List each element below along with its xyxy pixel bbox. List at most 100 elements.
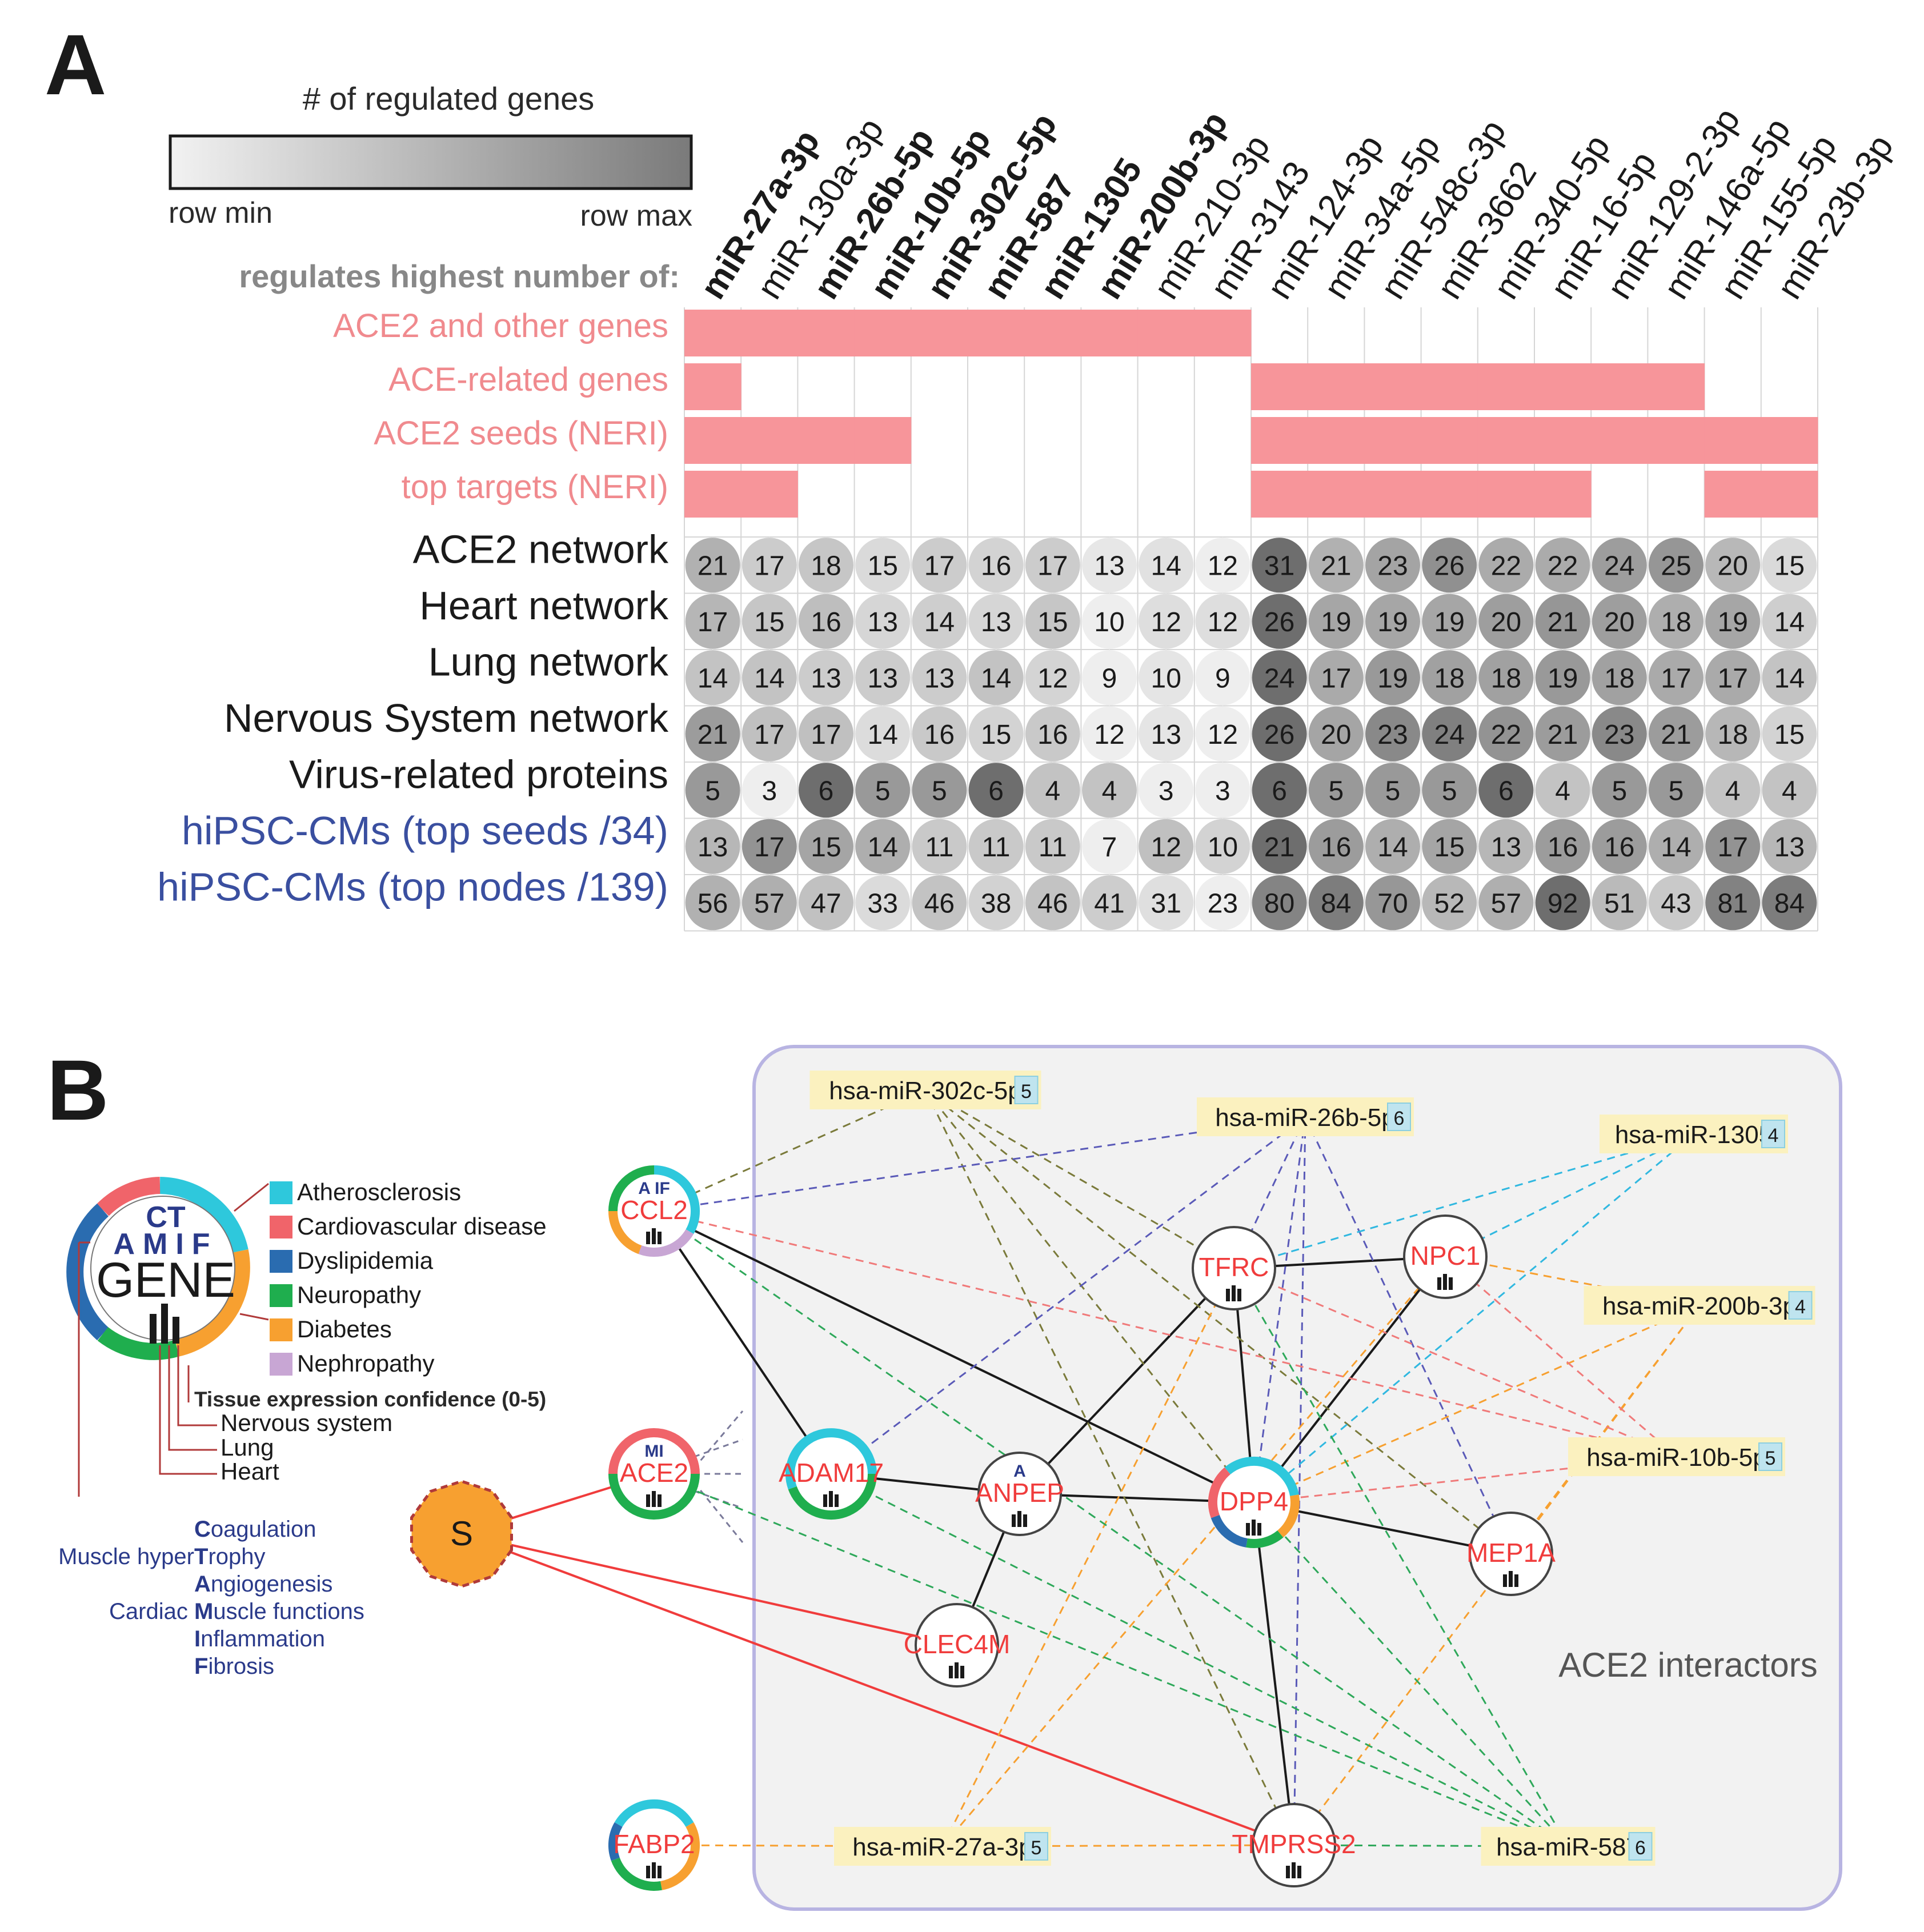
heat-cell	[799, 819, 853, 874]
heat-row-label: hiPSC-CMs (top nodes /139)	[157, 864, 668, 909]
heat-cell	[912, 706, 967, 761]
network-edge	[654, 1089, 926, 1212]
heat-cell	[1535, 875, 1590, 931]
gene-label: FABP2	[613, 1829, 695, 1859]
heat-cell-value: 92	[1548, 888, 1578, 919]
heat-cell-value: 14	[1377, 832, 1408, 863]
panel-b-letter: B	[47, 1042, 109, 1138]
ring-neuropathy	[97, 1326, 180, 1360]
mirna-node: hsa-miR-302c-5p5	[809, 1071, 1041, 1109]
heat-cell	[1139, 594, 1194, 649]
heat-cell-value: 4	[1782, 776, 1797, 806]
gene-node: CLEC4M	[904, 1603, 1010, 1688]
heat-cell	[1478, 538, 1534, 593]
heat-cell	[912, 763, 967, 818]
heat-cell	[1592, 706, 1647, 761]
network-edge	[941, 1256, 1446, 1847]
network-edge	[1233, 1268, 1569, 1847]
network-edge	[461, 1533, 1294, 1846]
heat-cell	[1025, 538, 1080, 593]
network-edge	[654, 1210, 1254, 1504]
heat-cell	[741, 706, 797, 761]
category-cell	[1308, 363, 1365, 410]
heat-cell	[1082, 763, 1137, 818]
category-cell	[684, 363, 741, 410]
heat-cell	[1195, 875, 1250, 931]
function-label: Cardiac Muscle functions	[109, 1599, 364, 1624]
category-cell	[741, 471, 798, 518]
heat-cell	[799, 763, 853, 818]
heat-cell-value: 17	[1661, 663, 1691, 694]
heat-cell-value: 12	[1037, 663, 1068, 694]
panel-a: A # of regulated genes row min row max r…	[45, 17, 1901, 932]
heat-cell-value: 5	[1385, 776, 1401, 806]
heat-cell-value: 33	[868, 888, 898, 919]
heat-cell	[1705, 594, 1761, 649]
heat-cell-value: 12	[1094, 720, 1124, 750]
heat-row-label: Heart network	[419, 583, 669, 628]
heat-cell	[1422, 594, 1477, 649]
heat-cell	[1705, 706, 1761, 761]
heat-cell	[855, 763, 911, 818]
heat-cell	[1025, 594, 1080, 649]
gene-disease-ring	[785, 1428, 877, 1490]
tissue-title: Tissue expression confidence (0-5)	[194, 1388, 546, 1411]
heat-cell-value: 5	[875, 776, 891, 806]
gene-disease-ring	[1246, 1530, 1284, 1548]
bar-heart	[150, 1314, 157, 1344]
panel-a-letter: A	[45, 17, 106, 113]
heat-cell	[1592, 819, 1647, 874]
heat-cell-value: 13	[1774, 832, 1805, 863]
heat-cell	[1705, 538, 1761, 593]
heat-cell-value: 14	[698, 663, 728, 694]
network-edge	[461, 1533, 957, 1646]
heat-cell-value: 84	[1321, 888, 1351, 919]
mirna-node: hsa-miR-27a-3p5	[834, 1827, 1051, 1866]
mirna-count: 4	[1768, 1125, 1779, 1147]
mirna-count: 5	[1765, 1448, 1776, 1469]
mirna-label: hsa-miR-27a-3p	[852, 1833, 1032, 1861]
heat-cell	[1592, 594, 1647, 649]
heat-cell	[799, 594, 853, 649]
heat-cell	[685, 706, 740, 761]
heat-cell-value: 41	[1094, 888, 1124, 919]
network-edge	[1293, 1116, 1306, 1846]
heat-row-label: Nervous System network	[224, 696, 669, 740]
gene-label: DPP4	[1220, 1486, 1288, 1516]
heat-cell	[1535, 594, 1590, 649]
heat-cell-value: 10	[1208, 832, 1238, 863]
heat-cell-value: 4	[1725, 776, 1741, 806]
heat-cell	[1422, 706, 1477, 761]
network-edge	[1293, 1305, 1701, 1846]
heat-cell-value: 16	[924, 720, 955, 750]
panel-b: B ACE2 interactors CT AMIF GENE	[47, 1042, 1842, 1911]
function-label: Coagulation	[194, 1517, 316, 1542]
heat-cell-value: 23	[1208, 888, 1238, 919]
category-cell	[1761, 417, 1818, 464]
heat-cell	[1308, 538, 1364, 593]
heat-cell	[1762, 875, 1817, 931]
heat-cell-value: 22	[1548, 551, 1578, 581]
gene-function-letters: MI	[644, 1442, 663, 1461]
heat-cell-value: 18	[1604, 663, 1634, 694]
heat-cell-value: 31	[1264, 551, 1294, 581]
heat-cell-value: 4	[1102, 776, 1117, 806]
gene-label: TFRC	[1199, 1252, 1269, 1282]
heat-cell	[912, 594, 967, 649]
category-cell	[1648, 417, 1705, 464]
mirna-count: 6	[1394, 1108, 1405, 1129]
heat-cell-value: 70	[1377, 888, 1408, 919]
heat-cell	[1252, 763, 1307, 818]
gene-disease-ring	[608, 1822, 623, 1861]
disease-swatch	[270, 1318, 292, 1341]
heat-cell-value: 23	[1604, 720, 1634, 750]
heat-cell	[1025, 819, 1080, 874]
category-cell	[684, 310, 741, 356]
heat-cell	[1649, 538, 1703, 593]
heat-cell-value: 43	[1661, 888, 1691, 919]
